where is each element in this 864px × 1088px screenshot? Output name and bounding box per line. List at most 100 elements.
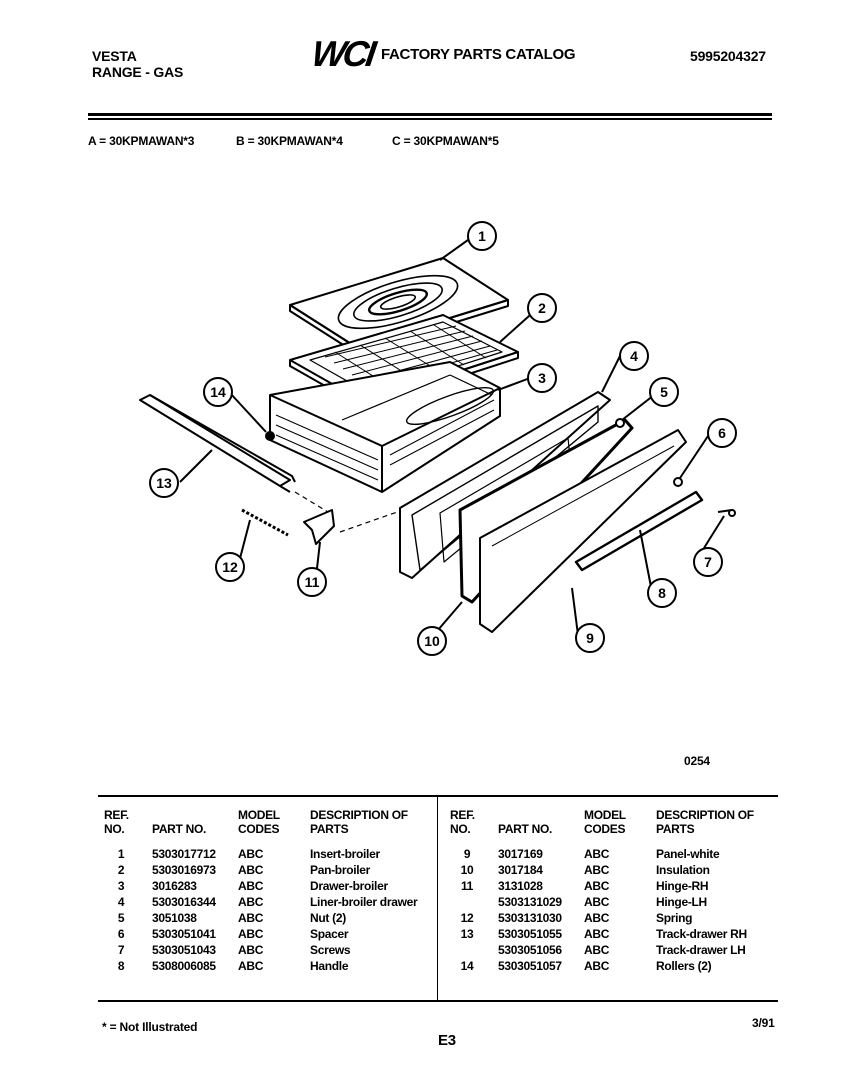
model-codes-cell: ABC [584,959,610,973]
model-codes-cell: ABC [238,911,264,925]
callout-10: 10 [417,626,447,656]
part-number-cell: 5303051041 [152,927,216,941]
col-model: MODEL CODES [584,808,626,836]
svg-text:13: 13 [156,475,172,491]
exploded-parts-diagram: 1 2 3 4 5 6 7 8 9 10 11 12 13 14 [139,221,737,656]
part-number-cell: 5308006085 [152,959,216,973]
part-number-cell: 5303131029 [498,895,562,909]
model-codes-cell: ABC [238,879,264,893]
part-number-cell: 5303051056 [498,943,562,957]
svg-text:14: 14 [210,384,226,400]
col-desc: DESCRIPTION OF PARTS [656,808,754,836]
brand-name: VESTA [92,48,137,64]
model-codes-cell: ABC [238,895,264,909]
description-cell: Track-drawer LH [656,943,746,957]
ref-cell: 13 [460,927,474,941]
ref-cell [444,942,490,958]
description-cell: Handle [310,959,349,973]
svg-text:8: 8 [658,585,666,601]
part-number-cell: 3017184 [498,863,543,877]
panel-white-drawing [479,429,687,633]
table-rule-top [98,795,778,797]
callout-1: 1 [467,221,497,251]
ref-cell: 11 [460,879,474,893]
model-codes-cell: ABC [238,959,264,973]
part-number-cell: 5303017712 [152,847,216,861]
ref-cell: 14 [460,959,474,973]
part-number-cell: 3051038 [152,911,197,925]
description-cell: Hinge-LH [656,895,707,909]
ref-cell: 12 [460,911,474,925]
callout-13: 13 [149,468,179,498]
col-desc: DESCRIPTION OF PARTS [310,808,408,836]
table-row: 5 3051038 ABC Nut (2) [98,910,440,926]
callout-2: 2 [527,293,557,323]
callout-4: 4 [619,341,649,371]
part-number-cell: 3131028 [498,879,543,893]
figure-code: 0254 [684,754,710,768]
ref-cell: 5 [117,911,125,925]
model-codes-cell: ABC [238,943,264,957]
parts-table-left: REF. NO. PART NO. MODEL CODES DESCRIPTIO… [98,808,440,974]
model-codes-cell: ABC [584,863,610,877]
model-codes-cell: ABC [584,879,610,893]
model-codes-cell: ABC [584,911,610,925]
col-ref: REF. NO. [450,808,475,836]
callout-3: 3 [527,363,557,393]
table-row: 11 3131028 ABC Hinge-RH [444,878,786,894]
catalog-number: 5995204327 [690,48,766,64]
svg-text:5: 5 [660,384,668,400]
description-cell: Hinge-RH [656,879,709,893]
callout-7: 7 [693,547,723,577]
ref-cell: 3 [117,879,125,893]
callout-9: 9 [575,623,605,653]
part-number-cell: 5303051043 [152,943,216,957]
callout-5: 5 [649,377,679,407]
svg-text:12: 12 [222,559,238,575]
col-ref: REF. NO. [104,808,129,836]
description-cell: Pan-broiler [310,863,371,877]
table-rule-bottom [98,1000,778,1002]
part-number-cell: 3016283 [152,879,197,893]
description-cell: Insulation [656,863,710,877]
description-cell: Spacer [310,927,349,941]
description-cell: Panel-white [656,847,720,861]
ref-cell: 6 [117,927,125,941]
description-cell: Liner-broiler drawer [310,895,418,909]
page-number: E3 [438,1032,456,1049]
drawer-broiler-drawing [269,361,501,493]
svg-text:7: 7 [704,554,712,570]
model-codes-cell: ABC [238,847,264,861]
ref-cell [444,894,490,910]
ref-cell: 4 [117,895,125,909]
description-cell: Track-drawer RH [656,927,747,941]
table-divider [437,797,438,1000]
description-cell: Nut (2) [310,911,346,925]
description-cell: Screws [310,943,351,957]
col-part: PART NO. [152,822,207,836]
model-codes-cell: ABC [584,847,610,861]
col-part: PART NO. [498,822,553,836]
revision-date: 3/91 [752,1016,775,1030]
model-codes-cell: ABC [584,927,610,941]
product-type: RANGE - GAS [92,64,184,80]
svg-text:11: 11 [305,574,320,590]
part-number-cell: 5303131030 [498,911,562,925]
description-cell: Spring [656,911,693,925]
svg-text:6: 6 [718,425,726,441]
svg-text:3: 3 [538,370,546,386]
header-rule-bottom [88,118,772,120]
callout-11: 11 [297,567,327,597]
wci-logo: WCI [309,33,376,74]
col-model: MODEL CODES [238,808,280,836]
svg-text:10: 10 [424,633,440,649]
catalog-header: WCI FACTORY PARTS CATALOG [309,33,575,74]
